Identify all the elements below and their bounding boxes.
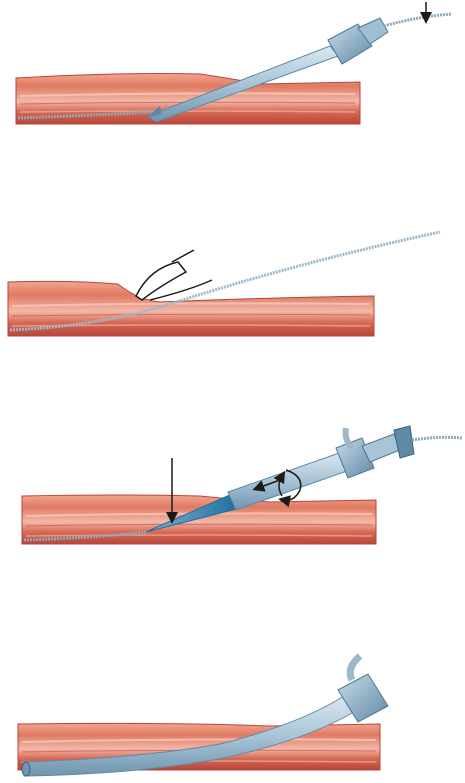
needle-hub bbox=[328, 18, 388, 64]
guidewire bbox=[412, 437, 462, 440]
side-port-tube bbox=[350, 656, 360, 680]
tissue-block bbox=[8, 281, 374, 336]
panel-1 bbox=[16, 2, 452, 124]
panel-2 bbox=[8, 232, 440, 336]
tissue-block bbox=[22, 495, 376, 544]
guidewire bbox=[384, 14, 452, 26]
panel-3 bbox=[22, 426, 462, 544]
scalpel-icon bbox=[136, 250, 212, 300]
side-port-tube bbox=[346, 428, 352, 448]
panel-4 bbox=[18, 656, 388, 776]
